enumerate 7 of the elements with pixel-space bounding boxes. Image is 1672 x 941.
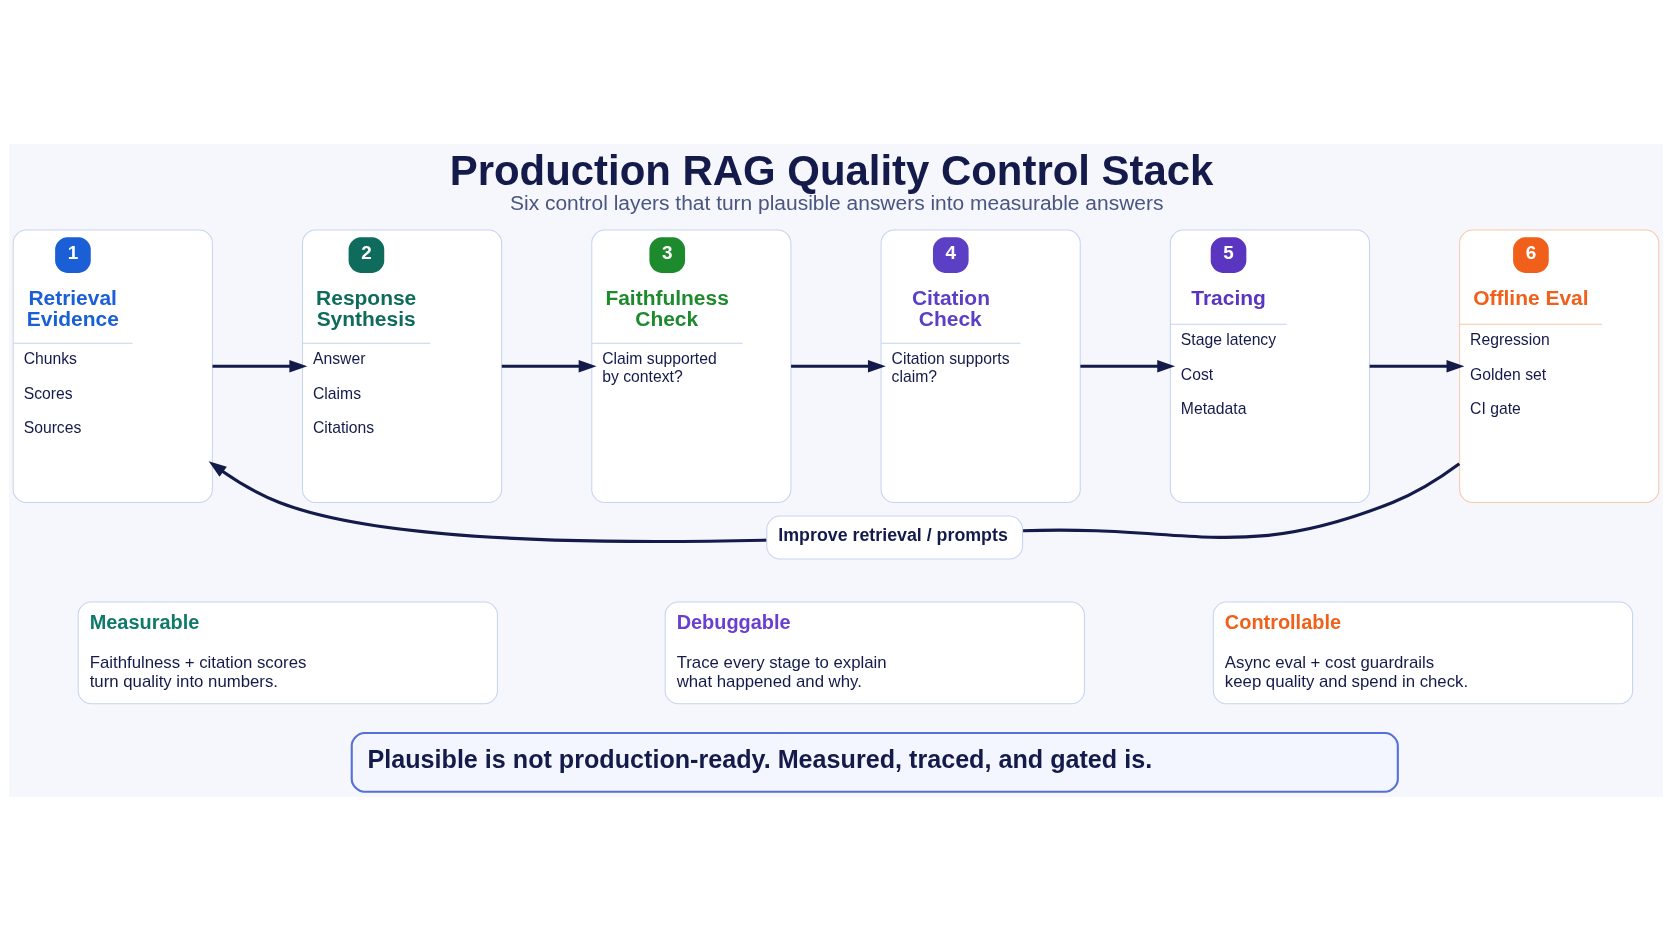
arrow: [1080, 359, 1176, 373]
arrow: [501, 359, 597, 373]
arrow: [1369, 359, 1465, 373]
edge-label: Improve retrieval / prompts: [778, 525, 1008, 546]
arrow: [212, 359, 308, 373]
diagram-title: Production RAG Quality Control Stack: [449, 146, 1214, 194]
arrow: [791, 359, 886, 373]
